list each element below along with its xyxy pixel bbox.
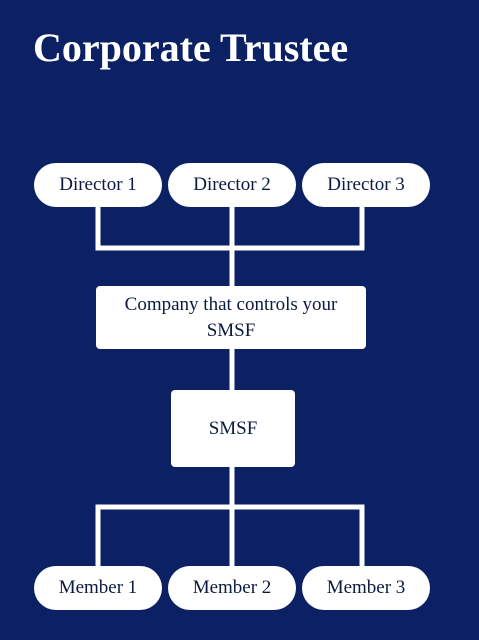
director-1-connector: [95, 197, 235, 251]
page-title: Corporate Trustee: [33, 25, 349, 70]
smsf-label: SMSF: [208, 417, 258, 439]
member-3-connector: [229, 504, 365, 573]
member-3-label: Member 3: [326, 577, 406, 598]
member-2-label: Member 2: [192, 577, 272, 598]
company-label: Company that controls your SMSF: [124, 293, 338, 341]
director-1-label: Director 1: [59, 174, 137, 195]
smsf-node: SMSF: [171, 390, 295, 467]
member-1-label: Member 1: [58, 577, 138, 598]
member-1-connector: [95, 504, 235, 573]
member-3-node: Member 3: [302, 566, 430, 610]
director-3-node: Director 3: [302, 163, 430, 207]
company-node: Company that controls your SMSF: [96, 286, 366, 349]
member-1-node: Member 1: [34, 566, 162, 610]
director-2-node: Director 2: [168, 163, 296, 207]
director-3-label: Director 3: [327, 174, 405, 195]
director-2-label: Director 2: [193, 174, 271, 195]
director-1-node: Director 1: [34, 163, 162, 207]
member-2-node: Member 2: [168, 566, 296, 610]
director-3-connector: [229, 197, 365, 251]
